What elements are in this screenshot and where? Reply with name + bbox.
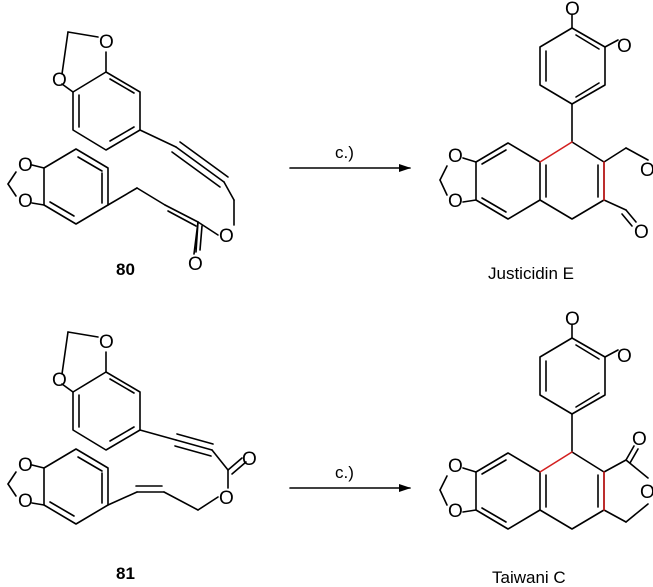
- product-1-oxygen: O: [640, 160, 653, 181]
- reactant-81-oxygen: O: [18, 455, 33, 476]
- product-1-oxygen: O: [634, 222, 649, 243]
- product-2-oxygen: O: [565, 309, 580, 330]
- product-2-oxygen: O: [617, 346, 632, 367]
- product-2-oxygen: O: [448, 501, 463, 522]
- product-2-oxygen: O: [632, 429, 647, 450]
- reactant-80-oxygen: O: [219, 226, 234, 247]
- reactant-81-oxygen: O: [242, 449, 257, 470]
- product-1-oxygen: O: [448, 146, 463, 167]
- product-2-name: Taiwani C: [492, 568, 566, 587]
- reactant-80-oxygen: O: [99, 32, 114, 53]
- reactant-80-oxygen: O: [18, 155, 33, 176]
- reaction-condition-1: c.): [335, 143, 354, 162]
- reactant-80-oxygen: O: [18, 191, 33, 212]
- reactant-80-oxygen: O: [188, 254, 203, 275]
- reactant-81-oxygen: O: [52, 370, 67, 391]
- taiwani-c-structure: [439, 323, 649, 530]
- reactant-81-structure: [7, 331, 247, 525]
- product-1-name: Justicidin E: [488, 264, 574, 283]
- reactant-80-structure: [7, 31, 235, 255]
- justicidin-e-structure: [439, 13, 649, 227]
- product-1-oxygen: O: [565, 0, 580, 20]
- new-bond-highlight: [539, 141, 573, 163]
- product-1-oxygen: O: [448, 191, 463, 212]
- reactant-81-label: 81: [116, 564, 135, 583]
- product-1-oxygen: O: [617, 36, 632, 57]
- reactant-80-oxygen: O: [52, 70, 67, 91]
- reactant-81-oxygen: O: [18, 491, 33, 512]
- reaction-condition-2: c.): [335, 463, 354, 482]
- new-bond-highlight: [539, 451, 573, 473]
- product-2-oxygen: O: [448, 456, 463, 477]
- product-2-oxygen: O: [640, 482, 653, 503]
- reactant-81-oxygen: O: [99, 332, 114, 353]
- reactant-81-oxygen: O: [219, 488, 234, 509]
- reactant-80-label: 80: [116, 260, 135, 279]
